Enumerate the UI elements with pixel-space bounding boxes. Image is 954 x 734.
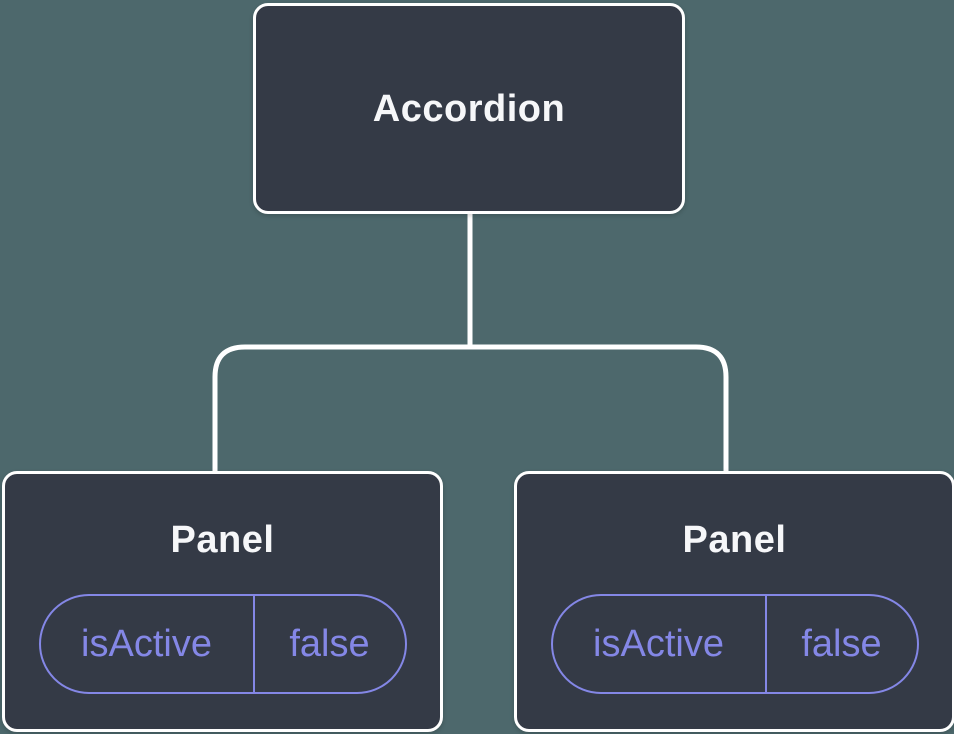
- prop-value: false: [764, 596, 917, 692]
- component-node-panel-1: Panel isActive false: [2, 471, 443, 732]
- connector-bracket: [212, 344, 729, 471]
- state-pill: isActive false: [550, 594, 919, 694]
- panel-node-label: Panel: [682, 519, 787, 561]
- prop-name: isActive: [81, 622, 212, 665]
- panel-node-label: Panel: [170, 519, 275, 561]
- component-node-panel-2: Panel isActive false: [514, 471, 954, 732]
- prop-name: isActive: [593, 622, 724, 665]
- component-node-accordion: Accordion: [253, 3, 685, 214]
- prop-value: false: [252, 596, 405, 692]
- state-pill: isActive false: [38, 594, 407, 694]
- accordion-node-label: Accordion: [372, 87, 566, 130]
